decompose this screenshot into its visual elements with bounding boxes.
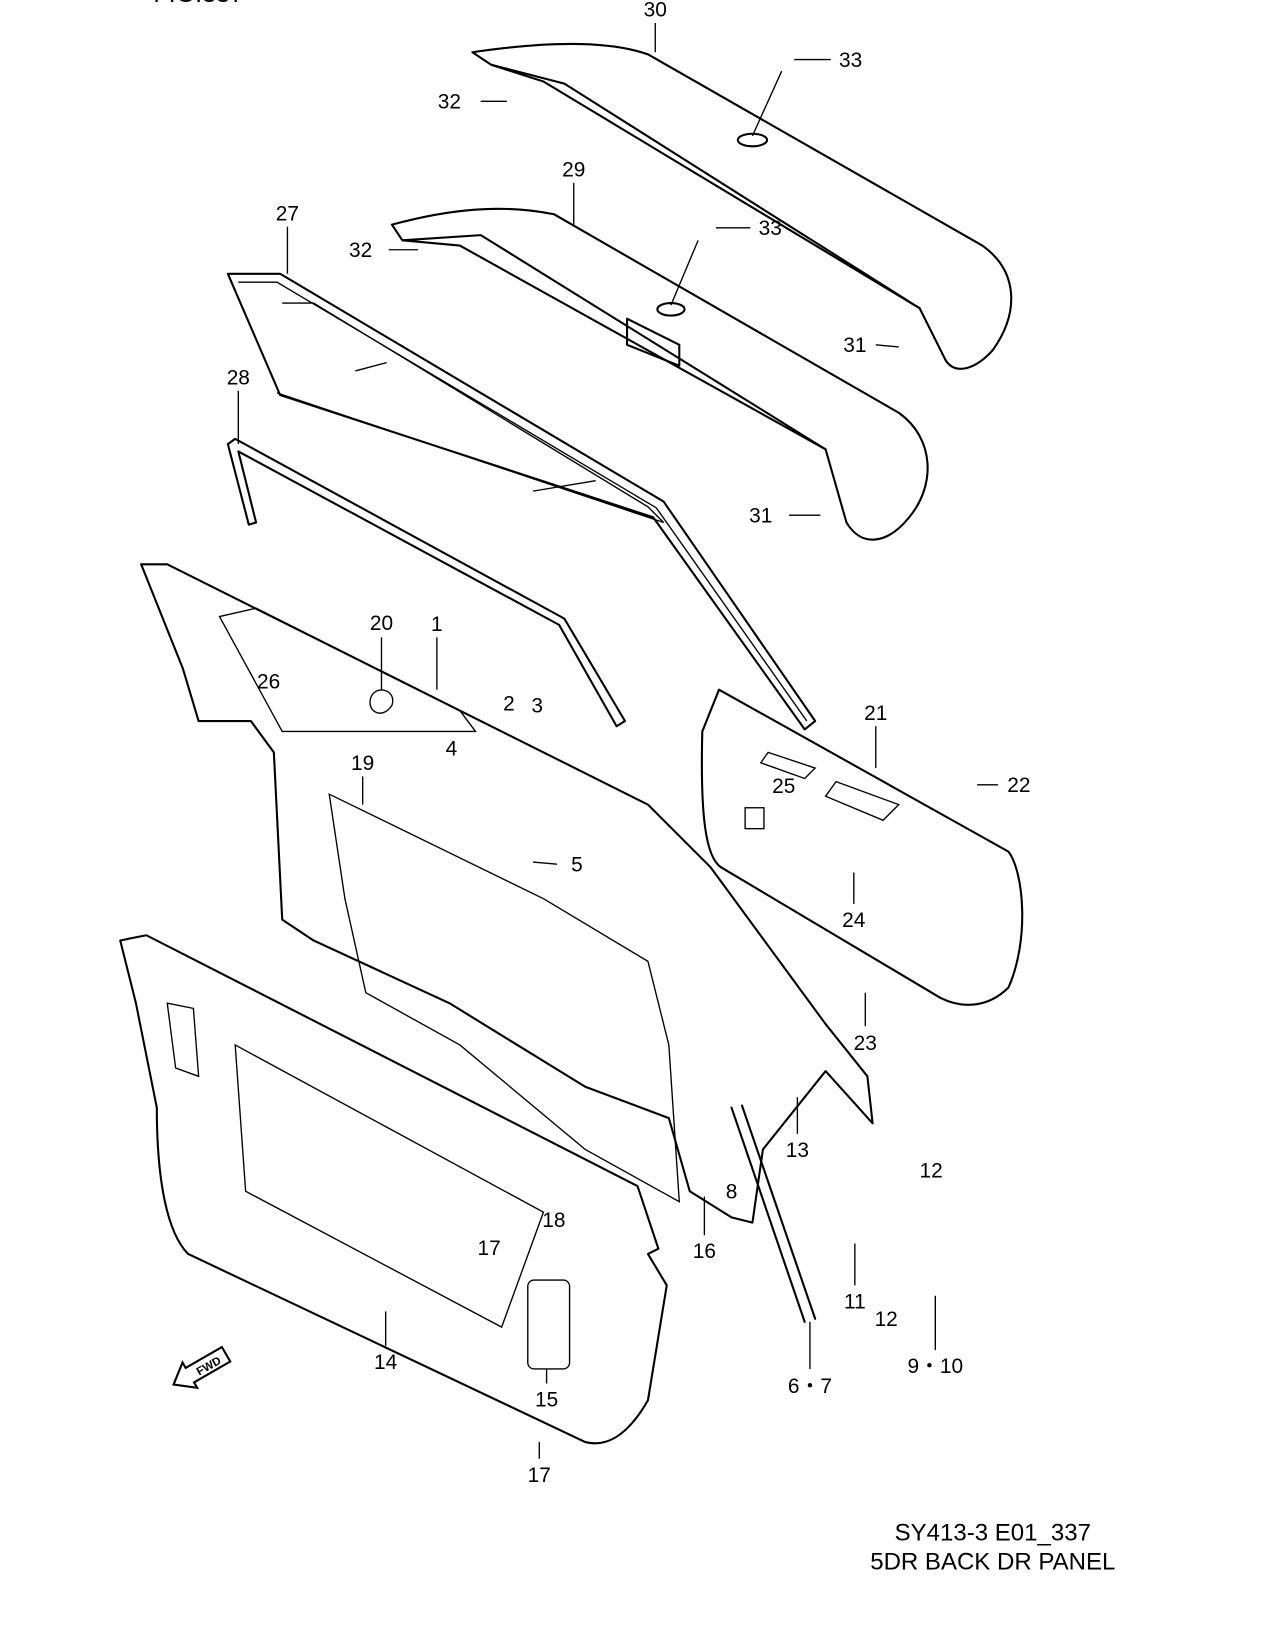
callout-16: 16 [693,1240,716,1263]
part-6-7-strut [730,1104,817,1323]
figure-title: FIG.337 [153,0,244,8]
callout-31: 31 [749,504,772,527]
callout-3: 3 [531,695,543,718]
callout-31: 31 [843,334,866,357]
part-29-spoiler [390,207,929,541]
callout-28: 28 [227,367,250,390]
callout-12: 12 [920,1160,943,1183]
callout-24: 24 [842,909,865,932]
callout-23: 23 [854,1032,877,1055]
callout-14: 14 [374,1351,397,1374]
callout-1: 1 [431,613,443,636]
callout-30: 30 [644,0,667,22]
callout-labels: 30 33 32 29 33 27 32 31 28 31 20 1 26 2 … [227,0,1031,1487]
callout-27: 27 [276,202,299,225]
callout-21: 21 [864,702,887,725]
callout-6-7: 6・7 [788,1375,832,1398]
callout-18: 18 [542,1209,565,1232]
callout-29: 29 [562,159,585,182]
part-28-weatherstrip [226,437,627,728]
callout-11: 11 [844,1290,866,1313]
part-30-spoiler [471,42,1013,370]
part-14-lower-trim [119,934,668,1445]
callout-15: 15 [535,1389,558,1412]
callout-25: 25 [772,775,795,798]
callout-20: 20 [370,612,393,635]
callout-19: 19 [351,752,374,775]
callout-9-10: 9・10 [907,1355,963,1378]
fwd-arrow-icon: FWD [172,1345,232,1390]
callout-32: 32 [349,239,372,262]
callout-12: 12 [875,1308,898,1331]
callout-32: 32 [438,91,461,114]
callout-13: 13 [786,1139,809,1162]
callout-33: 33 [839,49,862,72]
callout-8: 8 [726,1181,738,1204]
diagram-code: SY413-3 E01_337 [895,1519,1091,1546]
callout-5: 5 [571,854,583,877]
callout-33: 33 [759,217,782,240]
callout-4: 4 [446,738,458,761]
callout-2: 2 [503,693,515,716]
callout-26: 26 [257,671,280,694]
callout-22: 22 [1007,774,1030,797]
part-27-glass [226,272,817,731]
callout-17: 17 [528,1464,551,1487]
part-21-trim-panel [700,688,1024,1006]
diagram-title: 5DR BACK DR PANEL [870,1549,1115,1576]
part-1-door-panel [140,563,874,1224]
leader-lines [237,22,999,1459]
callout-17: 17 [477,1237,500,1260]
